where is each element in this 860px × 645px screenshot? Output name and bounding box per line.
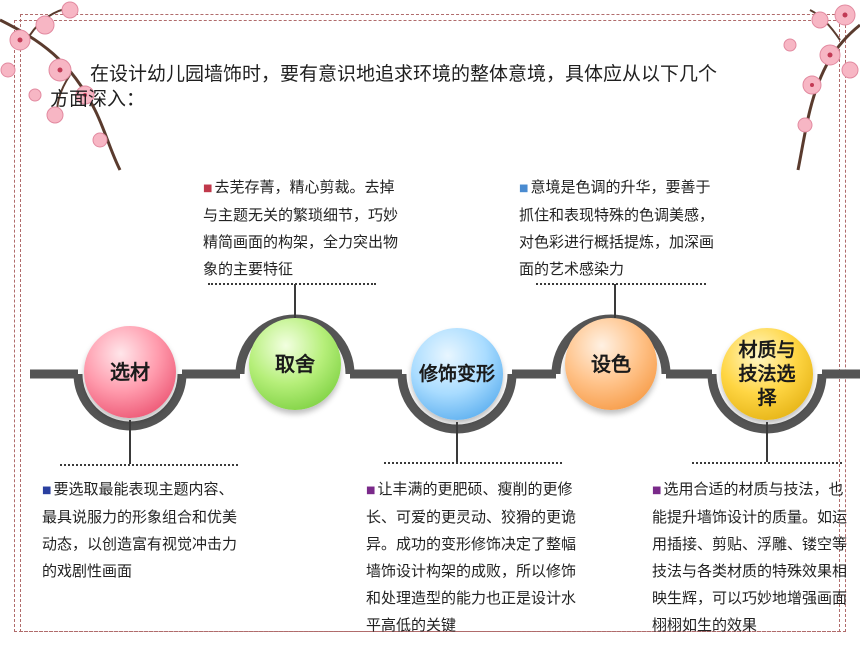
node-xiushibianxing: 修饰变形 bbox=[411, 328, 503, 420]
note-xuancai-text: 要选取最能表现主题内容、最具说服力的形象组合和优美动态，以创造富有视觉冲击力的戏… bbox=[42, 480, 238, 580]
note-sese: ■意境是色调的升华，要善于抓住和表现特殊的色调美感，对色彩进行概括提炼，加深画面… bbox=[519, 174, 725, 283]
bullet-icon: ■ bbox=[652, 484, 662, 496]
node-caizhi: 材质与技法选择 bbox=[721, 328, 813, 420]
divider-xuancai bbox=[60, 464, 238, 466]
bullet-icon: ■ bbox=[42, 484, 52, 496]
divider-qushe bbox=[208, 283, 376, 285]
bullet-icon: ■ bbox=[519, 182, 529, 194]
bullet-icon: ■ bbox=[366, 484, 376, 496]
connector-qushe bbox=[294, 284, 296, 318]
connector-xuancai bbox=[129, 420, 131, 464]
node-xuancai: 选材 bbox=[84, 326, 176, 418]
note-sese-text: 意境是色调的升华，要善于抓住和表现特殊的色调美感，对色彩进行概括提炼，加深画面的… bbox=[519, 178, 715, 278]
node-sese: 设色 bbox=[565, 318, 657, 410]
divider-xiushi bbox=[384, 462, 562, 464]
connector-xiushi bbox=[456, 422, 458, 462]
page-frame-inner bbox=[20, 14, 840, 632]
note-qushe: ■去芜存菁，精心剪裁。去掉与主题无关的繁琐细节，巧妙精简画面的构架，全力突出物象… bbox=[203, 174, 399, 283]
bullet-icon: ■ bbox=[203, 182, 213, 194]
node-qushe: 取舍 bbox=[249, 318, 341, 410]
note-qushe-text: 去芜存菁，精心剪裁。去掉与主题无关的繁琐细节，巧妙精简画面的构架，全力突出物象的… bbox=[203, 178, 399, 278]
divider-caizhi bbox=[692, 462, 842, 464]
cherry-blossom-right-decoration bbox=[783, 4, 860, 171]
note-xiushi-text: 让丰满的更肥硕、瘦削的更修长、可爱的更灵动、狡猾的更诡异。成功的变形修饰决定了整… bbox=[366, 480, 577, 634]
cherry-blossom-left-decoration bbox=[0, 1, 122, 171]
note-xuancai: ■要选取最能表现主题内容、最具说服力的形象组合和优美动态，以创造富有视觉冲击力的… bbox=[42, 476, 240, 585]
note-caizhi-text: 选用合适的材质与技法，也能提升墙饰设计的质量。如运用插接、剪贴、浮雕、镂空等技法… bbox=[652, 480, 848, 634]
note-xiushi: ■让丰满的更肥硕、瘦削的更修长、可爱的更灵动、狡猾的更诡异。成功的变形修饰决定了… bbox=[366, 476, 582, 639]
divider-sese bbox=[536, 283, 706, 285]
connector-sese bbox=[614, 284, 616, 318]
intro-paragraph: 在设计幼儿园墙饰时，要有意识地追求环境的整体意境，具体应从以下几个方面深入： bbox=[50, 63, 718, 110]
connector-caizhi bbox=[766, 422, 768, 462]
note-caizhi: ■选用合适的材质与技法，也能提升墙饰设计的质量。如运用插接、剪贴、浮雕、镂空等技… bbox=[652, 476, 854, 639]
